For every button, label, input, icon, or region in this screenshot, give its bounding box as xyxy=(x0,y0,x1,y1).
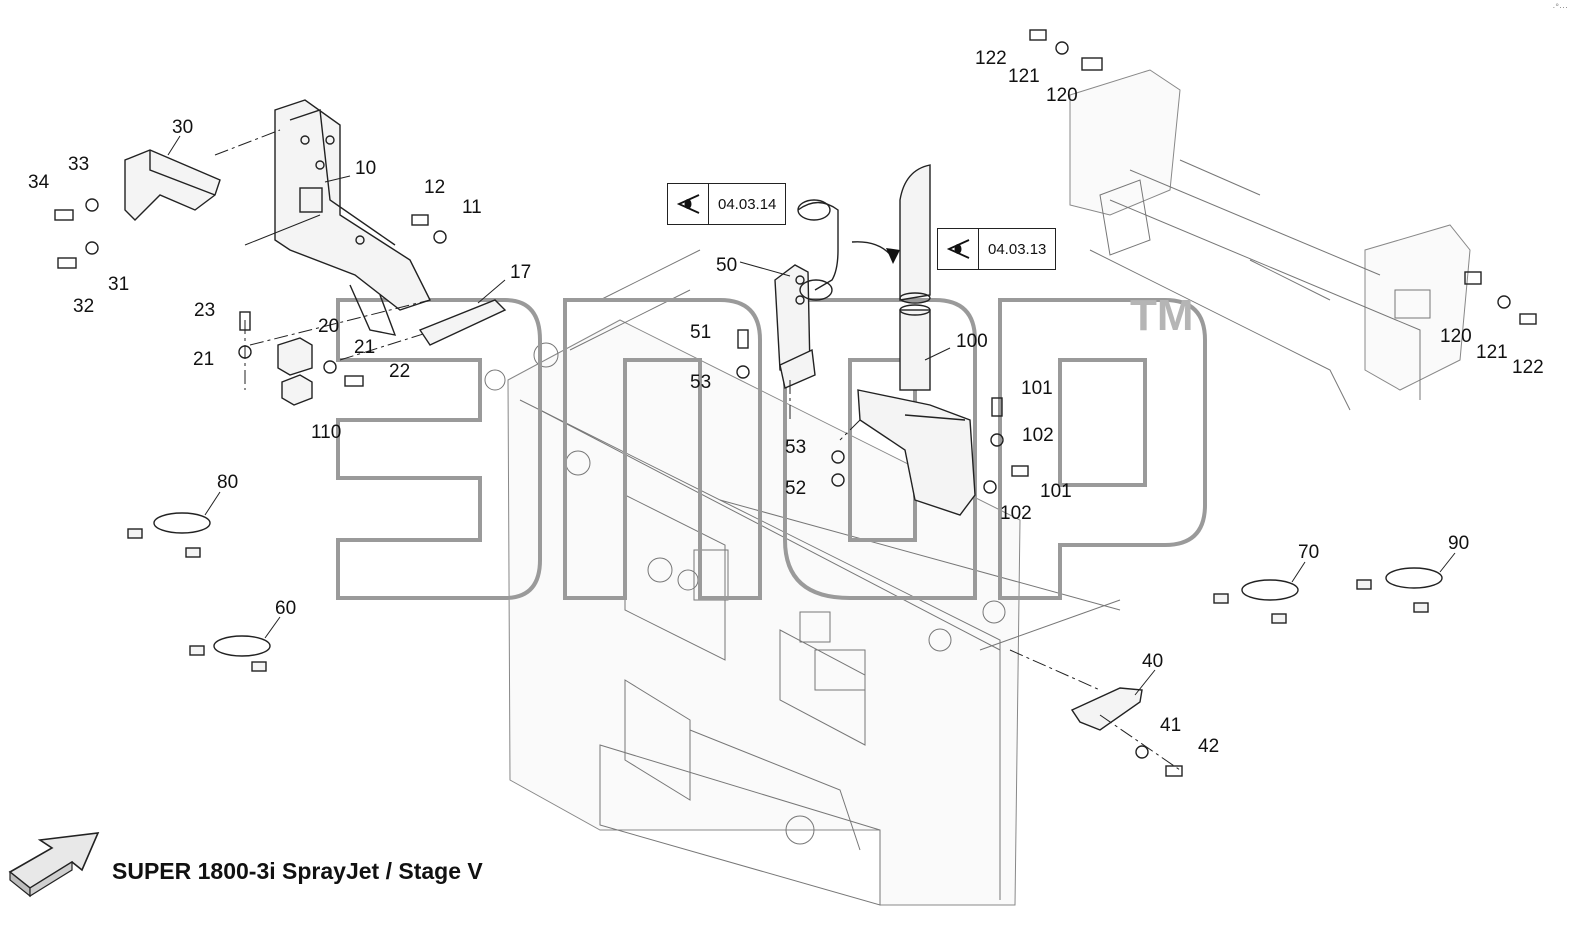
corner-mark: ·°··· xyxy=(1552,2,1568,12)
callout-12: 12 xyxy=(424,177,445,198)
callout-53: 53 xyxy=(785,437,806,458)
callout-17: 17 xyxy=(510,262,531,283)
strap-17 xyxy=(418,299,507,346)
callout-52: 52 xyxy=(785,478,806,499)
callout-122: 122 xyxy=(1512,357,1544,378)
callout-122: 122 xyxy=(975,48,1007,69)
reference-code: 04.03.13 xyxy=(988,240,1047,258)
diagram-title: SUPER 1800-3i SprayJet / Stage V xyxy=(112,858,483,884)
bracket-30 xyxy=(124,149,221,221)
main-frame xyxy=(484,249,1121,906)
orientation-arrow-icon xyxy=(8,832,100,898)
cables xyxy=(127,512,1443,672)
callout-11: 11 xyxy=(462,197,482,218)
callout-33: 33 xyxy=(68,154,89,175)
callout-22: 22 xyxy=(389,361,410,382)
callout-31: 31 xyxy=(108,274,129,295)
callout-90: 90 xyxy=(1448,533,1469,554)
fastener-set xyxy=(54,29,1537,777)
rear-frame xyxy=(1069,69,1471,411)
watermark-logo xyxy=(336,298,1207,600)
callout-110: 110 xyxy=(311,422,341,443)
callout-60: 60 xyxy=(275,598,296,619)
callout-121: 121 xyxy=(1008,66,1040,87)
callout-40: 40 xyxy=(1142,651,1163,672)
callout-20: 20 xyxy=(318,316,339,337)
leader-lines xyxy=(167,135,1456,696)
reference-code: 04.03.14 xyxy=(718,195,777,213)
watermark-trademark: TM xyxy=(1130,291,1194,340)
callout-100: 100 xyxy=(956,331,988,352)
callout-labels: 10 11 12 17 20 21 21 22 23 30 31 32 33 3… xyxy=(28,48,1544,757)
bracket-40 xyxy=(1070,687,1143,731)
callout-121: 121 xyxy=(1476,342,1508,363)
callout-23: 23 xyxy=(194,300,215,321)
eye-icon xyxy=(938,229,979,269)
bracket-50 xyxy=(774,199,839,420)
eye-icon xyxy=(668,184,709,224)
callout-51: 51 xyxy=(690,322,711,343)
callout-53: 53 xyxy=(690,372,711,393)
callout-70: 70 xyxy=(1298,542,1319,563)
callout-34: 34 xyxy=(28,172,50,193)
callout-10: 10 xyxy=(355,158,376,179)
reference-box-04-03-13[interactable]: 04.03.13 xyxy=(937,228,1057,270)
callout-120: 120 xyxy=(1046,85,1078,106)
callout-32: 32 xyxy=(73,296,94,317)
bracket-10 xyxy=(274,99,431,336)
callout-50: 50 xyxy=(716,255,737,276)
clamp-20 xyxy=(277,337,313,376)
clamp-110 xyxy=(281,374,313,406)
callout-102: 102 xyxy=(1000,503,1032,524)
callout-21: 21 xyxy=(354,337,375,358)
callout-102: 102 xyxy=(1022,425,1054,446)
callout-80: 80 xyxy=(217,472,238,493)
exhaust-100 xyxy=(839,164,976,516)
callout-101: 101 xyxy=(1021,378,1053,399)
callout-42: 42 xyxy=(1198,736,1219,757)
callout-41: 41 xyxy=(1160,715,1181,736)
reference-box-04-03-14[interactable]: 04.03.14 xyxy=(667,183,787,225)
callout-30: 30 xyxy=(172,117,193,138)
callout-101: 101 xyxy=(1040,481,1072,502)
callout-21: 21 xyxy=(193,349,214,370)
callout-120: 120 xyxy=(1440,326,1472,347)
